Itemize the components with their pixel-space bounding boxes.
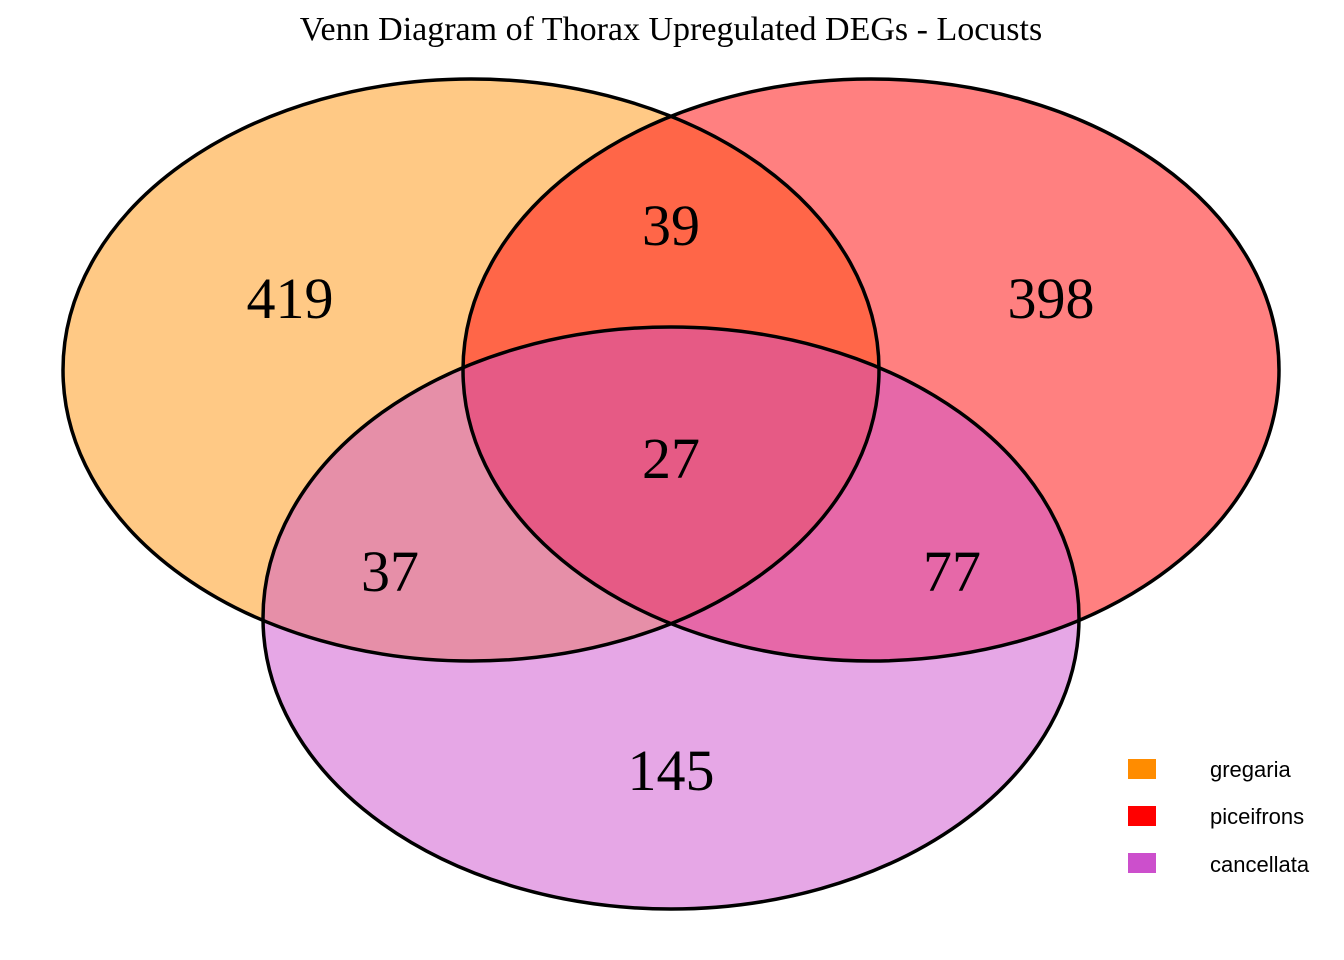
legend: gregaria piceifrons cancellata	[1128, 757, 1310, 877]
count-all-three: 27	[642, 426, 700, 491]
count-gregaria-piceifrons: 39	[642, 193, 700, 258]
legend-label-gregaria: gregaria	[1210, 757, 1291, 782]
diagram-title: Venn Diagram of Thorax Upregulated DEGs …	[300, 11, 1042, 48]
legend-label-piceifrons: piceifrons	[1210, 804, 1304, 829]
ellipse-outline-cancellata	[261, 325, 1081, 911]
count-piceifrons-only: 398	[1008, 266, 1095, 331]
legend-swatch-piceifrons	[1128, 806, 1156, 826]
legend-swatch-gregaria	[1128, 759, 1156, 779]
count-gregaria-cancellata: 37	[361, 539, 419, 604]
legend-label-cancellata: cancellata	[1210, 852, 1310, 877]
ellipse-outline-piceifrons	[461, 77, 1281, 663]
ellipse-outline-gregaria	[61, 77, 881, 663]
count-cancellata-only: 145	[628, 738, 715, 803]
count-gregaria-only: 419	[247, 266, 334, 331]
legend-swatch-cancellata	[1128, 853, 1156, 873]
count-piceifrons-cancellata: 77	[923, 539, 981, 604]
